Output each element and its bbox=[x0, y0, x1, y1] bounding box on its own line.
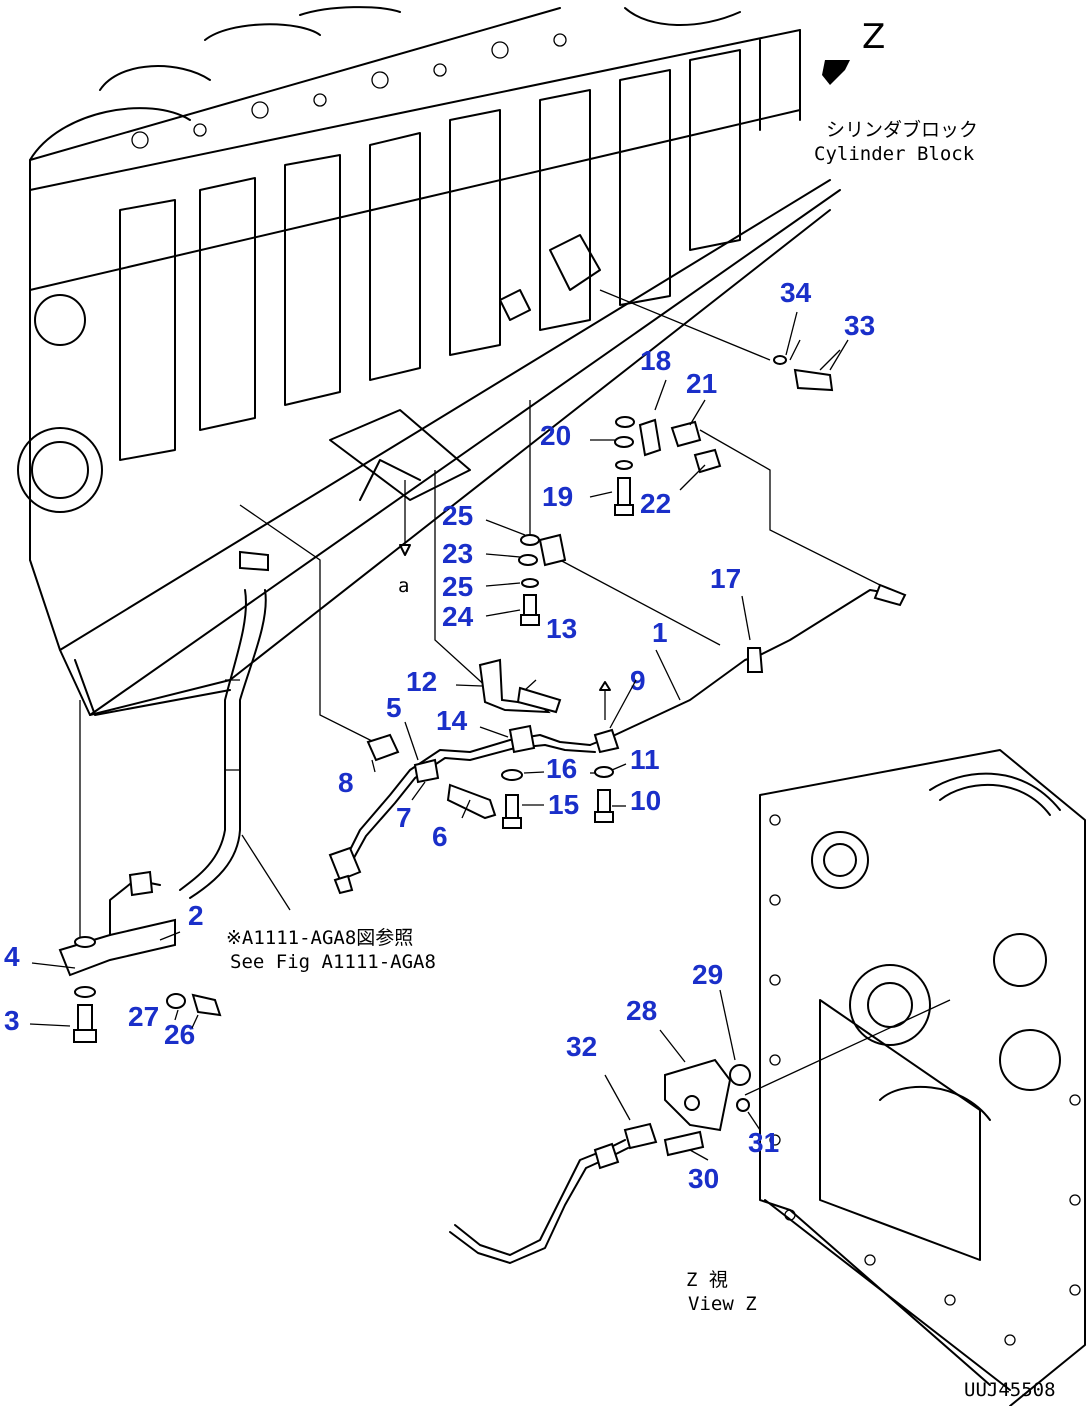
callout-6: 6 bbox=[432, 821, 448, 852]
callout-8: 8 bbox=[338, 767, 354, 798]
part-callouts: 1 2 3 4 5 6 7 8 9 10 11 12 13 14 15 16 1… bbox=[4, 277, 875, 1194]
callout-13: 13 bbox=[546, 613, 577, 644]
callout-27: 27 bbox=[128, 1001, 159, 1032]
callout-22: 22 bbox=[640, 488, 671, 519]
callout-23: 23 bbox=[442, 538, 473, 569]
callout-10: 10 bbox=[630, 785, 661, 816]
callout-11: 11 bbox=[630, 744, 660, 775]
callout-7: 7 bbox=[396, 802, 412, 833]
callout-21: 21 bbox=[686, 368, 717, 399]
harness-parts bbox=[58, 289, 951, 1264]
drawing-code: UUJ45508 bbox=[964, 1379, 1056, 1401]
callout-1: 1 bbox=[652, 617, 668, 648]
callout-28: 28 bbox=[626, 995, 657, 1026]
gear-case-drawing bbox=[759, 749, 1086, 1406]
callout-25-upper: 25 bbox=[442, 500, 473, 531]
callout-18: 18 bbox=[640, 345, 671, 376]
view-label-ja: Z 視 bbox=[686, 1269, 728, 1291]
callout-26: 26 bbox=[164, 1019, 195, 1050]
callout-2: 2 bbox=[188, 900, 204, 931]
view-label-en: View Z bbox=[688, 1293, 757, 1315]
reference-note-ja: ※A1111-AGA8図参照 bbox=[226, 927, 413, 949]
callout-15: 15 bbox=[548, 789, 579, 820]
callout-leaders bbox=[29, 311, 849, 1161]
engine-block-drawing bbox=[17, 6, 841, 716]
view-direction-arrow bbox=[822, 60, 850, 85]
callout-29: 29 bbox=[692, 959, 723, 990]
reference-note-en: See Fig A1111-AGA8 bbox=[230, 951, 436, 973]
callout-5: 5 bbox=[386, 692, 402, 723]
callout-16: 16 bbox=[546, 753, 577, 784]
callout-25-lower: 25 bbox=[442, 571, 473, 602]
callout-14: 14 bbox=[436, 705, 468, 736]
callout-30: 30 bbox=[688, 1163, 719, 1194]
cylinder-block-label-en: Cylinder Block bbox=[814, 143, 975, 165]
callout-33: 33 bbox=[844, 310, 875, 341]
callout-17: 17 bbox=[710, 563, 741, 594]
callout-19: 19 bbox=[542, 481, 573, 512]
cylinder-block-label-ja: シリンダブロック bbox=[826, 118, 978, 141]
callout-20: 20 bbox=[540, 420, 571, 451]
callout-12: 12 bbox=[406, 666, 437, 697]
callout-9: 9 bbox=[630, 665, 646, 696]
callout-3: 3 bbox=[4, 1005, 20, 1036]
callout-32: 32 bbox=[566, 1031, 597, 1062]
connector-mark: a bbox=[398, 575, 409, 597]
callout-34: 34 bbox=[780, 277, 812, 308]
callout-24: 24 bbox=[442, 601, 474, 632]
callout-4: 4 bbox=[4, 941, 20, 972]
callout-31: 31 bbox=[748, 1127, 779, 1158]
view-letter: Z bbox=[862, 17, 885, 57]
